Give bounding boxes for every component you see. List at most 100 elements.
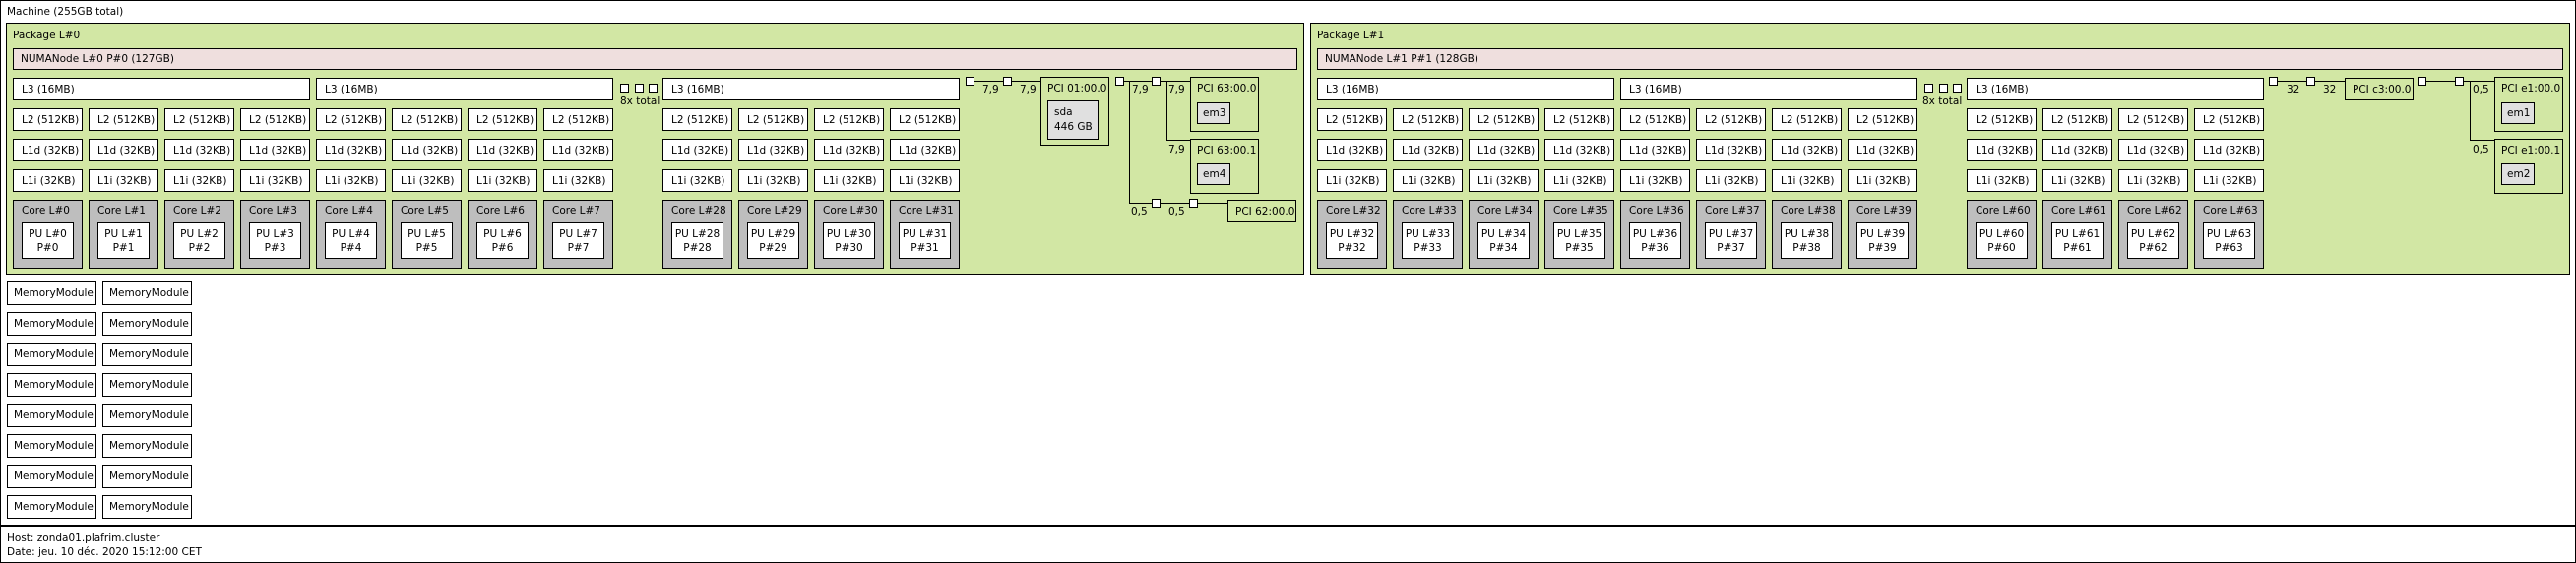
pci-bridge: [1152, 77, 1161, 86]
pci-device-label: PCI 63:00.0: [1197, 83, 1257, 94]
l1d-cache-label: L1d (32KB): [671, 145, 729, 156]
memory-module[interactable]: MemoryModule: [7, 404, 96, 427]
l1d-cache-label: L1d (32KB): [401, 145, 459, 156]
memory-module[interactable]: MemoryModule: [7, 343, 96, 366]
memory-module[interactable]: MemoryModule: [102, 434, 192, 458]
block-device-sda[interactable]: sda 446 GB: [1047, 100, 1099, 140]
l1d-cache: L1d (32KB): [240, 139, 310, 161]
pu-physical-label: P#2: [188, 242, 211, 254]
memory-module[interactable]: MemoryModule: [7, 495, 96, 519]
memory-module[interactable]: MemoryModule: [7, 312, 96, 336]
pci-device-62-00-0[interactable]: PCI 62:00.0: [1227, 200, 1296, 222]
l1d-cache-label: L1d (32KB): [823, 145, 881, 156]
pu-physical-label: P#30: [835, 242, 863, 254]
pci-bridge: [1003, 77, 1012, 86]
memory-module[interactable]: MemoryModule: [7, 373, 96, 397]
pu-physical-label: P#36: [1641, 242, 1669, 254]
memory-module[interactable]: MemoryModule: [102, 404, 192, 427]
l1d-cache: L1d (32KB): [662, 139, 732, 161]
l1i-cache: L1i (32KB): [890, 169, 960, 192]
pu-physical-label: P#38: [1792, 242, 1821, 254]
cpu-core-label: Core L#61: [2051, 205, 2106, 217]
l2-cache: L2 (512KB): [890, 108, 960, 131]
l1i-cache-label: L1i (32KB): [899, 175, 953, 187]
l1d-cache: L1d (32KB): [1393, 139, 1463, 161]
pci-bridge: [1115, 77, 1124, 86]
pci-device-label: PCI 01:00.0: [1047, 83, 1107, 94]
l1i-cache: L1i (32KB): [89, 169, 158, 192]
l1d-cache: L1d (32KB): [1848, 139, 1917, 161]
memory-module-label: MemoryModule: [109, 440, 189, 452]
l1d-cache-label: L1d (32KB): [552, 145, 610, 156]
host-label: Host: zonda01.plafrim.cluster: [7, 532, 160, 544]
memory-module[interactable]: MemoryModule: [102, 282, 192, 305]
network-device-em3[interactable]: em3: [1197, 102, 1230, 124]
l1i-cache: L1i (32KB): [1544, 169, 1614, 192]
pci-device-c3-00-0[interactable]: PCI c3:00.0: [2345, 78, 2414, 100]
l2-cache-label: L2 (512KB): [2203, 114, 2261, 126]
memory-module[interactable]: MemoryModule: [7, 282, 96, 305]
l1i-cache-label: L1i (32KB): [173, 175, 227, 187]
l1d-cache: L1d (32KB): [316, 139, 386, 161]
l1i-cache-label: L1i (32KB): [325, 175, 379, 187]
package-1-label: Package L#1: [1317, 30, 1385, 41]
cpu-core-label: Core L#7: [552, 205, 600, 217]
memory-module[interactable]: MemoryModule: [102, 465, 192, 488]
memory-module[interactable]: MemoryModule: [102, 495, 192, 519]
cpu-core-label: Core L#4: [325, 205, 373, 217]
l1i-cache: L1i (32KB): [1696, 169, 1766, 192]
collapsed-marker: [635, 84, 644, 93]
pci-device-label: PCI c3:00.0: [2353, 84, 2412, 95]
memory-module[interactable]: MemoryModule: [102, 373, 192, 397]
network-device-em4[interactable]: em4: [1197, 163, 1230, 185]
memory-module[interactable]: MemoryModule: [7, 465, 96, 488]
pu-physical-label: P#35: [1565, 242, 1594, 254]
memory-module[interactable]: MemoryModule: [102, 343, 192, 366]
l2-cache-label: L2 (512KB): [1976, 114, 2034, 126]
l2-cache: L2 (512KB): [13, 108, 83, 131]
memory-module[interactable]: MemoryModule: [7, 434, 96, 458]
l1i-cache-label: L1i (32KB): [1629, 175, 1683, 187]
l1d-cache-label: L1d (32KB): [2127, 145, 2185, 156]
pu-logical-label: PU L#60: [1979, 228, 2025, 240]
collapsed-count: 8x total: [620, 95, 660, 107]
memory-module[interactable]: MemoryModule: [102, 312, 192, 336]
l1d-cache-label: L1d (32KB): [2203, 145, 2261, 156]
network-device-em2[interactable]: em2: [2501, 163, 2535, 185]
pci-bridge: [1189, 199, 1198, 208]
l3-cache: L3 (16MB): [1317, 78, 1614, 100]
pu-logical-label: PU L#4: [332, 228, 370, 240]
pu-physical-label: P#63: [2215, 242, 2243, 254]
link-speed: 32: [2287, 84, 2300, 95]
network-device-em1[interactable]: em1: [2501, 102, 2535, 124]
l1d-cache: L1d (32KB): [2042, 139, 2112, 161]
l1d-cache: L1d (32KB): [1544, 139, 1614, 161]
pu-physical-label: P#1: [112, 242, 135, 254]
l1i-cache: L1i (32KB): [1317, 169, 1387, 192]
l3-label: L3 (16MB): [1326, 84, 1379, 95]
